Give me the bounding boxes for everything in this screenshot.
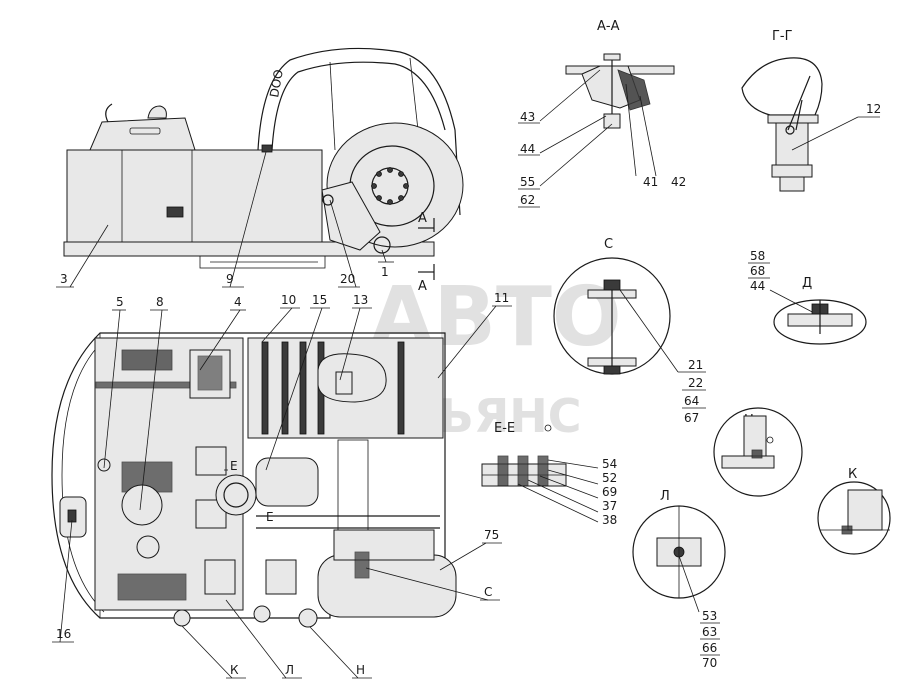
callout-54: 54	[602, 457, 617, 471]
callout-1: 1	[381, 265, 389, 279]
section-gg: Г-Г 12	[741, 29, 881, 192]
detail-c: С 21 22 64 67	[553, 237, 706, 425]
callout-53: 53	[702, 609, 717, 623]
section-gg-title: Г-Г	[772, 29, 793, 44]
callout-8: 8	[156, 295, 164, 309]
callout-41: 41	[643, 175, 658, 189]
callout-11: 11	[494, 291, 509, 305]
detail-l: Л 53 63 66 70	[632, 489, 726, 670]
section-ee-title: Е-Е	[494, 421, 515, 436]
detail-c-title: С	[604, 237, 613, 252]
callout-16: 16	[56, 627, 71, 641]
detail-marker-c: С	[484, 585, 492, 599]
callout-37: 37	[602, 499, 617, 513]
callout-69: 69	[602, 485, 617, 499]
callout-15: 15	[312, 293, 327, 307]
callout-70: 70	[702, 656, 717, 670]
plan-view: Е Е	[51, 332, 457, 628]
engine-hood	[66, 149, 323, 243]
callout-63: 63	[702, 625, 717, 639]
svg-text:DOO: DOO	[267, 68, 286, 98]
section-aa: А-А 43 44 55 62 41 42	[518, 19, 686, 208]
detail-d-title: Д	[802, 276, 812, 291]
callout-44: 44	[520, 142, 535, 156]
detail-k: К	[817, 467, 891, 555]
section-marker-e-left: Е	[230, 459, 238, 473]
callout-62: 62	[520, 193, 535, 207]
callout-52: 52	[602, 471, 617, 485]
detail-marker-n: Н	[356, 663, 365, 677]
callout-44b: 44	[750, 279, 765, 293]
detail-l-title: Л	[660, 489, 670, 504]
callout-64: 64	[684, 394, 699, 408]
detail-d: 58 68 44 Д	[748, 249, 867, 345]
section-marker-a-top: А	[418, 211, 427, 226]
callout-55: 55	[520, 175, 535, 189]
callout-58: 58	[750, 249, 765, 263]
callout-10: 10	[281, 293, 296, 307]
plan-view-callouts: 5 8 4 10 15 13 11 16 75 К Л Н С	[52, 291, 512, 679]
side-view-callouts: 3 9 20 1	[56, 151, 394, 288]
detail-marker-l: Л	[285, 663, 294, 677]
detail-marker-k: К	[230, 663, 239, 677]
callout-42: 42	[671, 175, 686, 189]
callout-22: 22	[688, 376, 703, 390]
callout-9: 9	[226, 272, 234, 286]
callout-13: 13	[353, 293, 368, 307]
callout-68: 68	[750, 264, 765, 278]
callout-20: 20	[340, 272, 355, 286]
section-ee: Е-Е 54 52 69 37 38	[481, 421, 617, 527]
cab-frame	[257, 47, 461, 216]
section-marker-a-bottom: А	[418, 279, 427, 294]
detail-n: Н	[713, 407, 803, 497]
callout-5: 5	[116, 295, 124, 309]
section-marker-e-right: Е	[266, 510, 274, 524]
detail-k-title: К	[848, 467, 857, 482]
callout-12: 12	[866, 102, 881, 116]
callout-38: 38	[602, 513, 617, 527]
callout-66: 66	[702, 641, 717, 655]
callout-4: 4	[234, 295, 242, 309]
callout-67: 67	[684, 411, 699, 425]
callout-3: 3	[60, 272, 68, 286]
callout-75: 75	[484, 528, 499, 542]
callout-21: 21	[688, 358, 703, 372]
side-view: DOO А А	[63, 47, 464, 294]
section-aa-title: А-А	[597, 19, 620, 34]
callout-43: 43	[520, 110, 535, 124]
